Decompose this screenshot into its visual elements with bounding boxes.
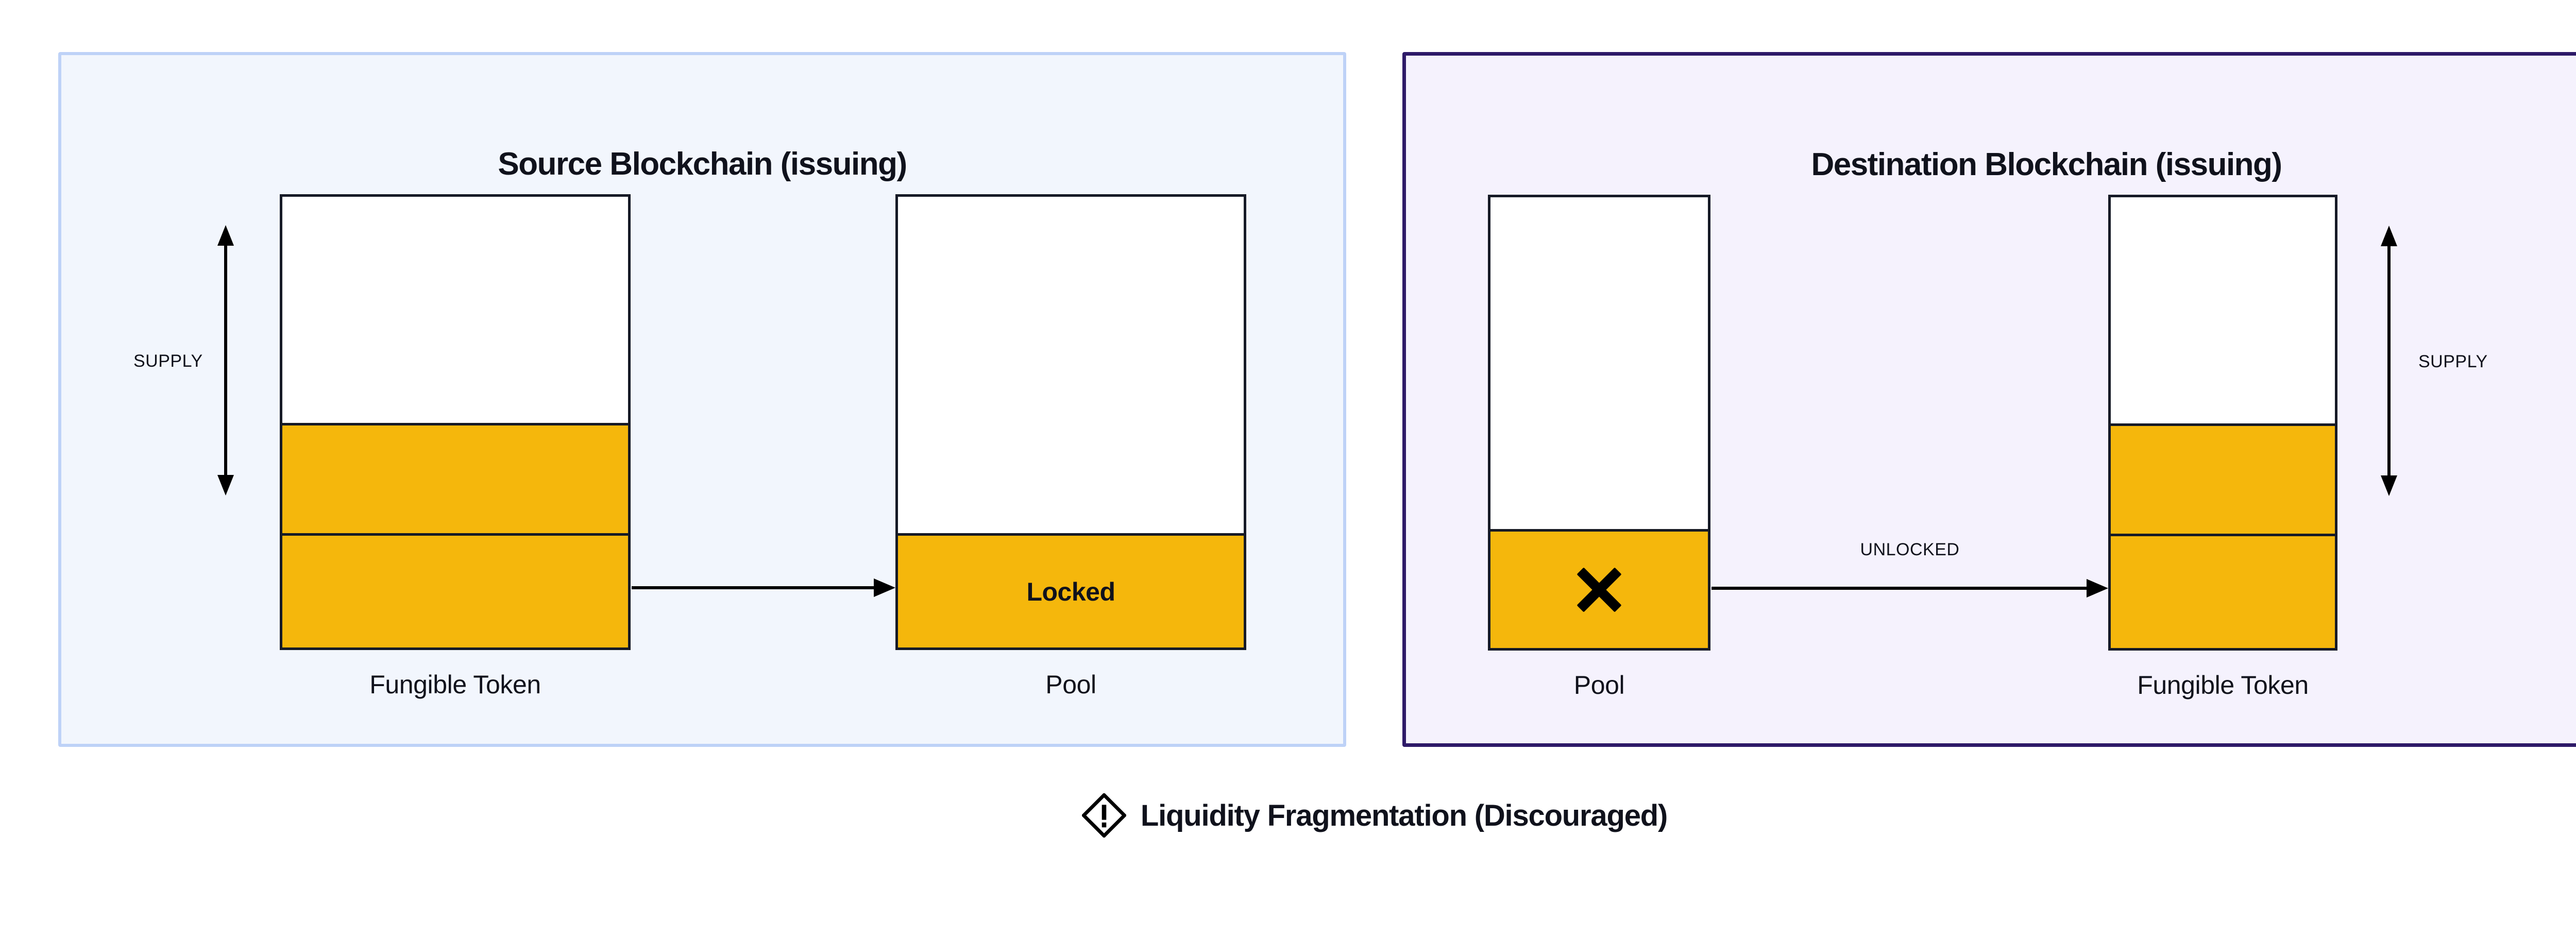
panel-source-blockchain: Source Blockchain (issuing) Fungible Tok… xyxy=(58,52,1346,747)
bar-caption-pool: Pool xyxy=(1573,671,1625,700)
panel-destination-title: Destination Blockchain (issuing) xyxy=(1811,147,2282,182)
bar-source-pool: Locked xyxy=(895,194,1246,650)
panel-destination-blockchain: Destination Blockchain (issuing) Pool UN… xyxy=(1402,52,2576,747)
bar-segment-empty xyxy=(1490,197,1708,529)
x-mark-icon xyxy=(1575,566,1623,613)
supply-arrow-source xyxy=(217,225,234,496)
bar-segment-empty xyxy=(898,197,1244,534)
bar-destination-fungible-token xyxy=(2108,195,2337,651)
bar-segment-fill xyxy=(282,533,628,647)
bar-segment-empty-pool xyxy=(1490,528,1708,648)
bar-segment-empty xyxy=(282,197,628,423)
bar-caption-fungible-token: Fungible Token xyxy=(2137,671,2309,700)
bar-source-fungible-token xyxy=(280,194,631,650)
bar-segment-fill xyxy=(2111,533,2335,648)
supply-arrow-destination xyxy=(2381,226,2397,496)
flow-arrow-lock xyxy=(632,578,895,597)
bar-segment-label: Locked xyxy=(1026,577,1115,606)
bar-segment-fill xyxy=(282,422,628,533)
warning-diamond-icon xyxy=(1081,793,1126,838)
bar-caption-fungible-token: Fungible Token xyxy=(369,670,541,699)
supply-label-source: SUPPLY xyxy=(133,351,203,371)
footer-caption-text: Liquidity Fragmentation (Discouraged) xyxy=(1140,798,1668,832)
flow-arrow-unlocked xyxy=(1711,579,2108,598)
bar-segment-fill xyxy=(2111,423,2335,534)
bar-destination-pool xyxy=(1488,195,1710,651)
bar-caption-pool: Pool xyxy=(1045,670,1096,699)
footer-caption: Liquidity Fragmentation (Discouraged) xyxy=(0,793,2576,838)
flow-label-unlocked: UNLOCKED xyxy=(1860,540,1960,559)
bar-segment-locked: Locked xyxy=(898,533,1244,647)
bar-segment-empty xyxy=(2111,197,2335,423)
panel-source-title: Source Blockchain (issuing) xyxy=(498,146,907,182)
supply-label-destination: SUPPLY xyxy=(2418,352,2488,371)
